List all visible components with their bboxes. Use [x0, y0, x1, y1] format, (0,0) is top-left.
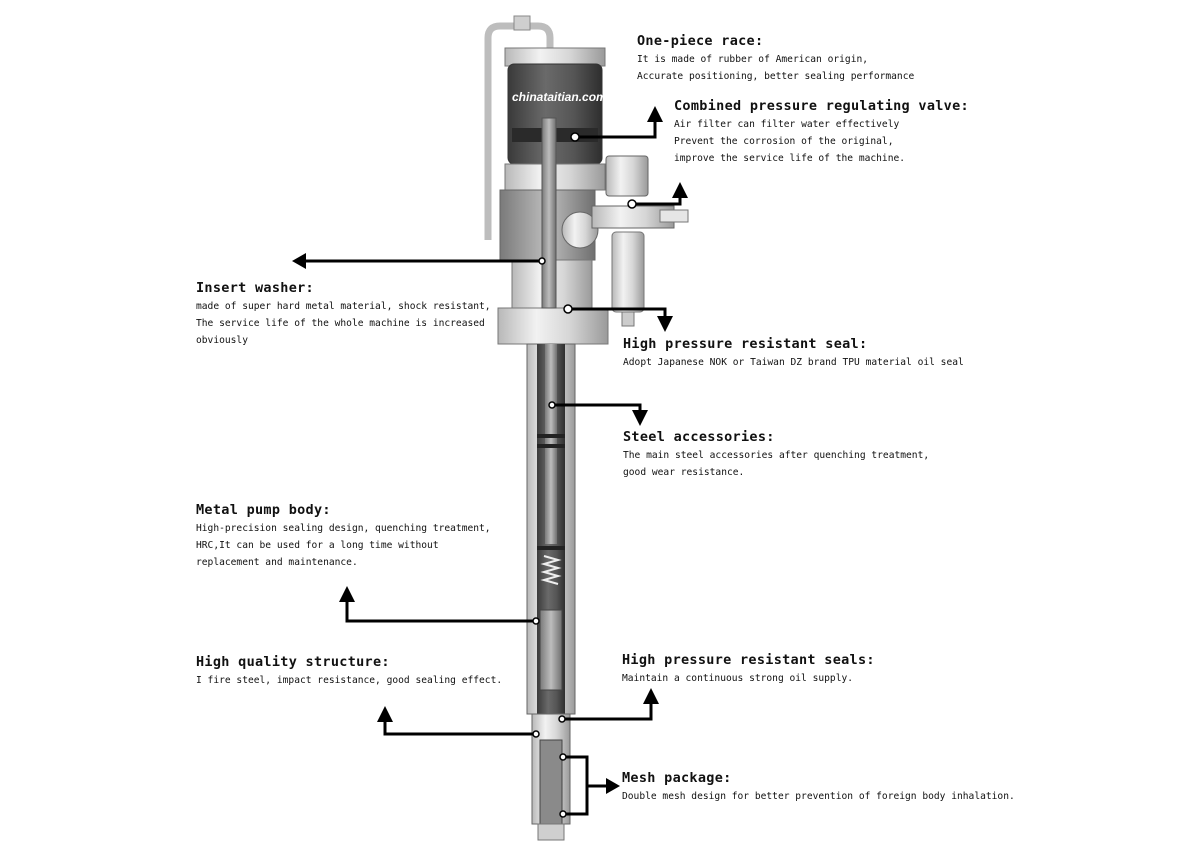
callout-high-pressure-seal: High pressure resistant seal: Adopt Japa…	[623, 336, 964, 371]
callout-title: Combined pressure regulating valve:	[674, 98, 969, 114]
air-inlet-nozzle	[659, 209, 689, 223]
callout-desc: made of super hard metal material, shock…	[196, 301, 491, 312]
watermark-text: chinataitian.com	[512, 90, 607, 104]
callout-metal-pump-body: Metal pump body: High-precision sealing …	[196, 502, 491, 571]
central-rod	[541, 117, 557, 309]
callout-mesh-package: Mesh package: Double mesh design for bet…	[622, 770, 1015, 805]
callout-title: High pressure resistant seal:	[623, 336, 868, 352]
callout-title: High quality structure:	[196, 654, 390, 670]
foot-tip	[537, 823, 565, 841]
spring	[540, 555, 562, 585]
callout-desc: It is made of rubber of American origin,	[637, 54, 869, 65]
callout-desc: Adopt Japanese NOK or Taiwan DZ brand TP…	[623, 357, 964, 368]
callout-insert-washer: Insert washer: made of super hard metal …	[196, 280, 491, 349]
callout-desc: Accurate positioning, better sealing per…	[637, 71, 915, 82]
valve-disc	[561, 211, 599, 249]
seal-rings	[537, 434, 565, 550]
callout-desc: obviously	[196, 335, 248, 346]
arrow-heads	[292, 106, 688, 794]
callout-pressure-regulating-valve: Combined pressure regulating valve: Air …	[674, 98, 969, 167]
callout-title: Insert washer:	[196, 280, 314, 296]
callout-desc: Double mesh design for better prevention…	[622, 791, 1015, 802]
callout-desc: replacement and maintenance.	[196, 557, 358, 568]
callout-steel-accessories: Steel accessories: The main steel access…	[623, 429, 929, 481]
leader-lines	[305, 120, 682, 816]
regulator-head	[605, 155, 649, 197]
callout-desc: Prevent the corrosion of the original,	[674, 136, 894, 147]
callout-title: One-piece race:	[637, 33, 764, 49]
callout-one-piece-race: One-piece race: It is made of rubber of …	[637, 33, 914, 85]
filter-bowl	[611, 231, 645, 313]
top-cap	[504, 47, 606, 67]
callout-desc: I fire steel, impact resistance, good se…	[196, 675, 503, 686]
callout-desc: HRC,It can be used for a long time witho…	[196, 540, 439, 551]
callout-desc: The main steel accessories after quenchi…	[623, 450, 930, 461]
callout-title: High pressure resistant seals:	[622, 652, 875, 668]
callout-desc: good wear resistance.	[623, 467, 745, 478]
callout-desc: The service life of the whole machine is…	[196, 318, 485, 329]
callout-high-pressure-seals: High pressure resistant seals: Maintain …	[622, 652, 875, 687]
mesh-screen	[539, 739, 563, 825]
callout-desc: Air filter can filter water effectively	[674, 119, 900, 130]
callout-desc: improve the service life of the machine.	[674, 153, 906, 164]
connection-dots	[532, 132, 637, 818]
filter-drain	[621, 311, 635, 327]
callout-high-quality-structure: High quality structure: I fire steel, im…	[196, 654, 502, 689]
callout-title: Mesh package:	[622, 770, 732, 786]
callout-title: Metal pump body:	[196, 502, 331, 518]
lower-valve	[539, 609, 563, 691]
tube-fitting	[513, 15, 531, 31]
flange	[497, 307, 609, 345]
callout-title: Steel accessories:	[623, 429, 775, 445]
callout-desc: Maintain a continuous strong oil supply.	[622, 673, 854, 684]
callout-desc: High-precision sealing design, quenching…	[196, 523, 491, 534]
